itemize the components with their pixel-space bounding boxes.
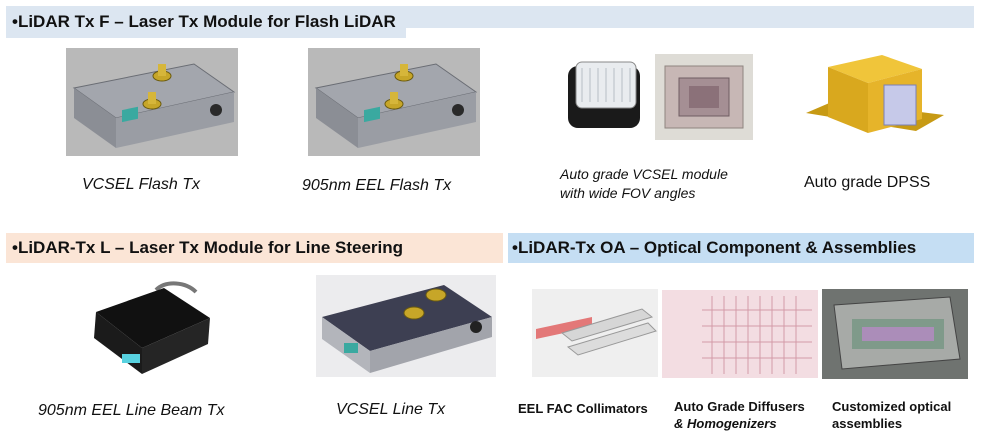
eel-line-beam-tx-image bbox=[86, 278, 216, 382]
custom-optics-caption-line1: Customized optical bbox=[832, 399, 952, 414]
diffusers-caption-line2: & Homogenizers bbox=[674, 416, 777, 431]
flash-section-header: •LiDAR Tx F – Laser Tx Module for Flash … bbox=[6, 6, 974, 38]
eel-flash-tx-image bbox=[308, 48, 480, 156]
vcsel-flash-tx-image bbox=[66, 48, 238, 156]
eel-line-beam-tx-caption: 905nm EEL Line Beam Tx bbox=[38, 402, 225, 419]
auto-vcsel-module-image bbox=[562, 56, 650, 136]
auto-vcsel-caption-line2: with wide FOV angles bbox=[560, 185, 696, 201]
diffusers-homogenizers-image bbox=[662, 290, 818, 378]
optical-section-title: •LiDAR-Tx OA – Optical Component & Assem… bbox=[508, 233, 974, 263]
vcsel-flash-tx-caption: VCSEL Flash Tx bbox=[82, 176, 200, 193]
flash-section-title: •LiDAR Tx F – Laser Tx Module for Flash … bbox=[6, 6, 406, 38]
vcsel-line-tx-caption: VCSEL Line Tx bbox=[336, 401, 446, 418]
eel-fac-collimators-image bbox=[532, 289, 658, 377]
auto-dpss-image bbox=[804, 53, 946, 143]
customized-optical-assemblies-image bbox=[822, 289, 968, 379]
auto-dpss-caption: Auto grade DPSS bbox=[804, 174, 931, 191]
diffusers-caption-line1: Auto Grade Diffusers bbox=[674, 399, 805, 414]
vcsel-chip-image bbox=[655, 54, 753, 140]
auto-vcsel-caption-line1: Auto grade VCSEL module bbox=[560, 166, 728, 182]
custom-optics-caption-line2: assemblies bbox=[832, 416, 903, 431]
eel-fac-collimators-caption: EEL FAC Collimators bbox=[518, 401, 648, 416]
vcsel-line-tx-image bbox=[316, 275, 496, 377]
eel-flash-tx-caption: 905nm EEL Flash Tx bbox=[302, 177, 452, 194]
line-section-title: •LiDAR-Tx L – Laser Tx Module for Line S… bbox=[6, 233, 503, 263]
